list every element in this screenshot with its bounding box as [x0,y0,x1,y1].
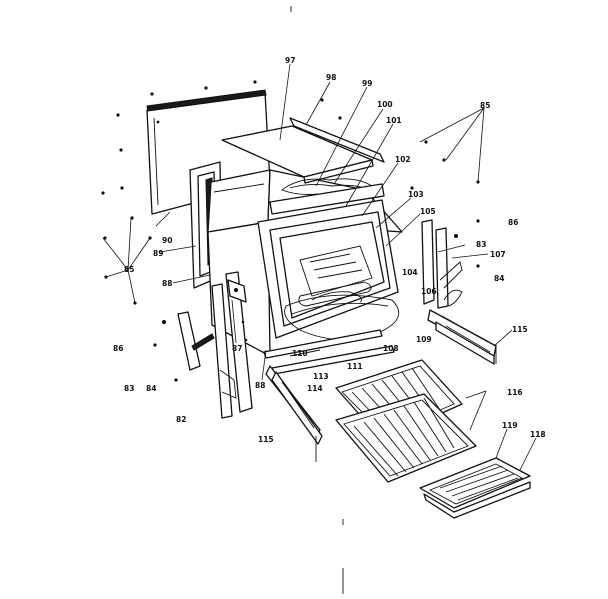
label-115-right: 115 [512,325,528,334]
left-rack-support [265,365,323,462]
label-108: 108 [383,344,399,353]
bottom-trim [263,329,395,375]
label-109: 109 [416,335,432,344]
bake-element [284,281,400,340]
label-115-left: 115 [258,435,274,444]
label-89: 89 [153,249,163,258]
label-90: 90 [162,236,172,245]
label-82: 82 [176,415,186,424]
label-87: 87 [232,344,242,353]
label-101: 101 [386,116,402,125]
label-88-left: 88 [162,279,172,288]
label-111: 111 [347,362,363,371]
label-100: 100 [377,100,393,109]
broiler-pan [419,457,531,519]
label-106: 106 [421,287,437,296]
leader-lines [102,63,537,471]
lower-oven-rack [335,393,477,483]
label-86-right: 86 [508,218,518,227]
label-116: 116 [507,388,523,397]
label-99: 99 [362,79,372,88]
label-84-left: 84 [146,384,156,393]
label-114: 114 [307,384,323,393]
label-119: 119 [502,421,518,430]
label-102: 102 [395,155,411,164]
label-107: 107 [490,250,506,259]
label-98: 98 [326,73,336,82]
left-hinge [177,283,237,419]
label-103: 103 [408,190,424,199]
part-labels: 97 98 99 100 101 102 103 105 85 86 83 10… [113,56,546,444]
right-rack-support [427,309,497,365]
label-85-top: 85 [480,101,490,110]
label-104: 104 [402,268,418,277]
label-105: 105 [420,207,436,216]
oven-liner [257,199,399,339]
label-113: 113 [313,372,329,381]
label-84-right: 84 [494,274,504,283]
label-83-left: 83 [124,384,134,393]
label-110: 110 [292,349,308,358]
label-86-left: 86 [113,344,123,353]
label-85-left: 85 [124,265,134,274]
top-panel [221,117,385,184]
label-83-right: 83 [476,240,486,249]
label-88-bottom: 88 [255,381,265,390]
label-97: 97 [285,56,295,65]
top-element [269,178,385,215]
label-118: 118 [530,430,546,439]
rear-bracket [421,219,463,309]
